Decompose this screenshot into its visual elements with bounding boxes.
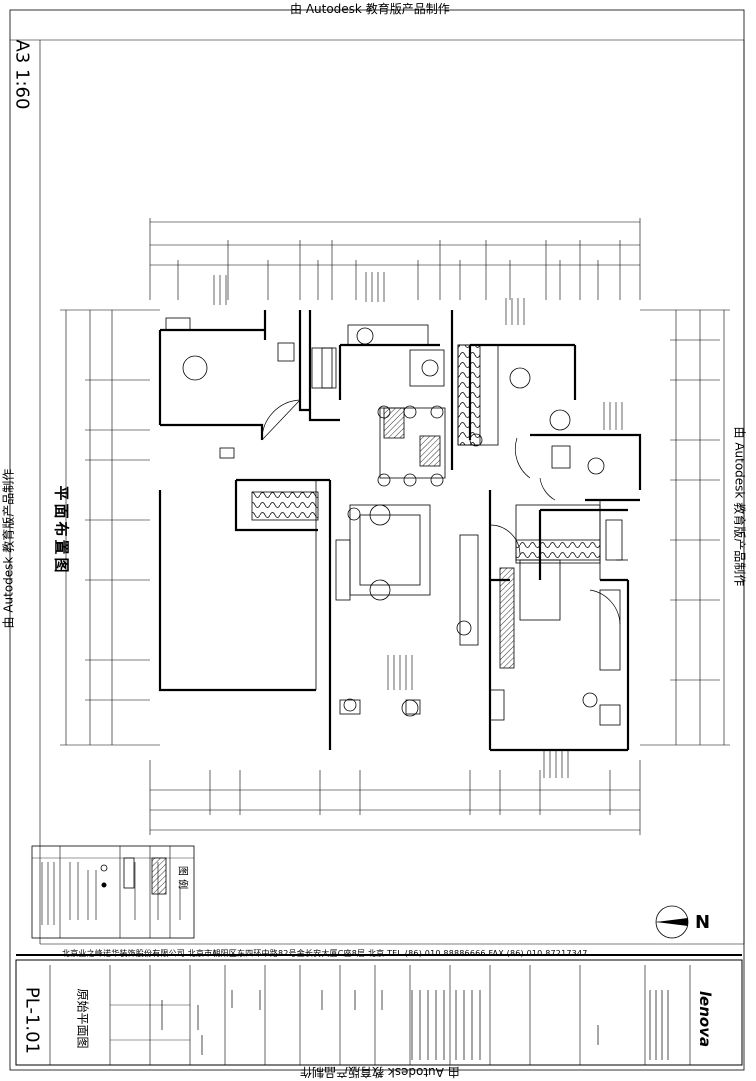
door-swings [261,399,621,625]
dimension-lines-left [60,309,160,746]
north-label: N [695,912,711,933]
title-block [15,954,743,1066]
dimension-lines-right [640,309,730,746]
company-address: 北京业之峰诺华装饰股份有限公司 北京市朝阳区东四环中路82号金长安大厦C座8层 … [62,949,588,958]
annotation-marks [213,272,623,778]
dimension-lines-top [149,218,641,300]
cabinets [251,344,601,669]
legend-box [31,845,195,939]
north-arrow-icon [655,905,689,939]
furniture [182,327,623,721]
watermark-top: 由 Autodesk 教育版产品制作 [290,2,450,16]
dimension-lines-bottom [149,760,641,835]
